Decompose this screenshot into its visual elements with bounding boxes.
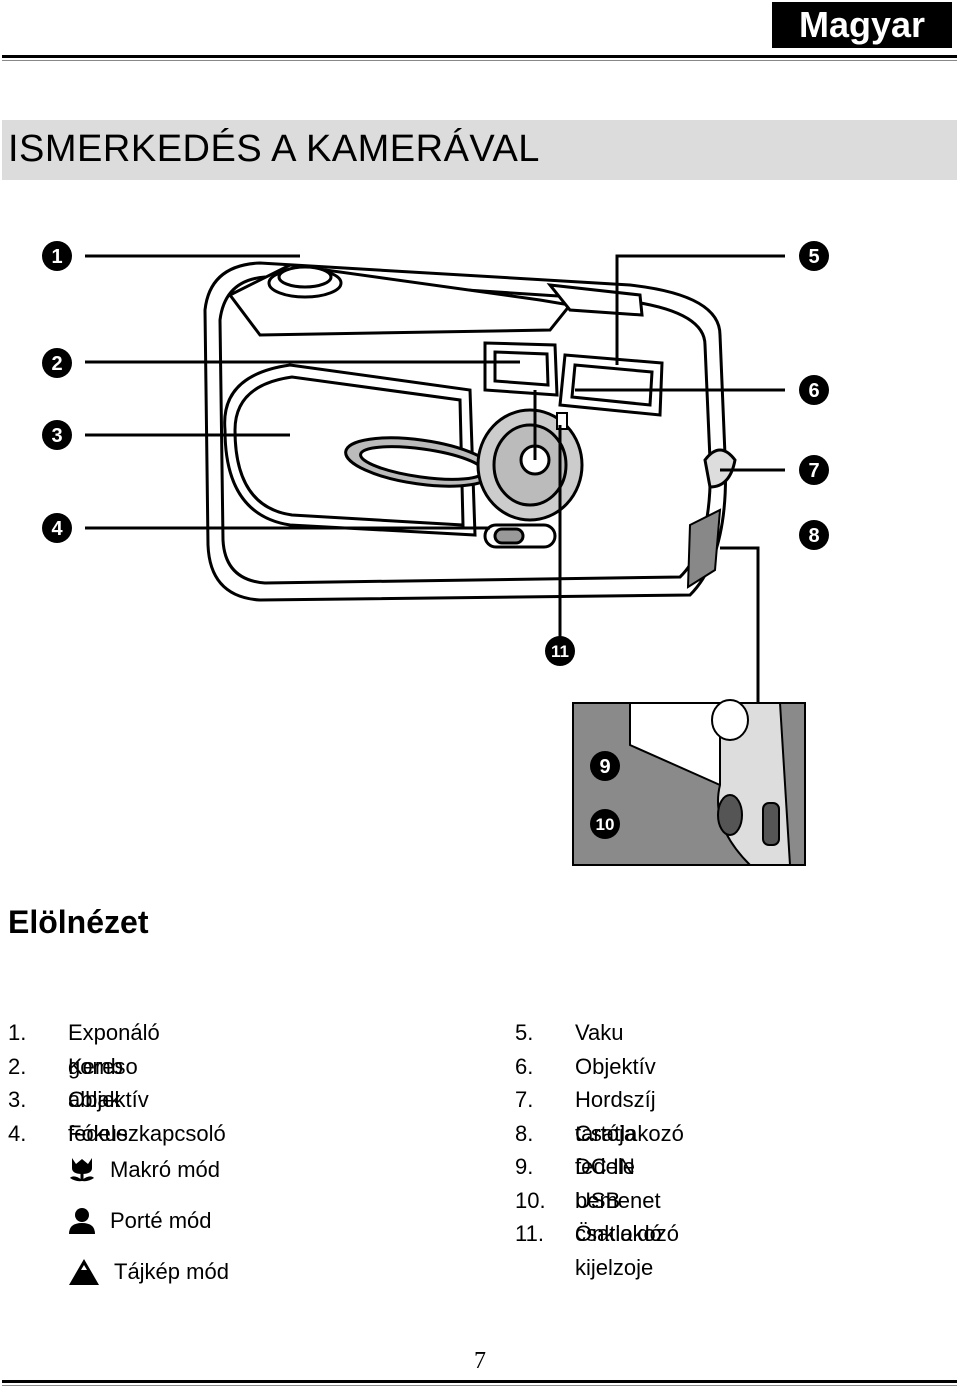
item-number: 4. (8, 1120, 27, 1146)
connector-cover (686, 508, 722, 589)
callout-1: 1 (42, 241, 72, 271)
callout-5: 5 (799, 241, 829, 271)
flash-window (558, 353, 664, 417)
svg-text:3: 3 (51, 425, 62, 447)
section-title: Elölnézet (8, 904, 149, 940)
mode-label: Porté mód (110, 1208, 212, 1233)
callout-7: 7 (799, 455, 829, 485)
item-number: 3. (8, 1087, 27, 1112)
svg-text:10: 10 (596, 815, 615, 834)
title-bar (2, 120, 957, 180)
svg-text:11: 11 (551, 642, 569, 661)
item-number: 10. (515, 1187, 546, 1213)
lens-cover (223, 363, 496, 537)
svg-text:4: 4 (51, 518, 63, 540)
self-timer-led (556, 412, 568, 430)
item-label: Objektív fedele (68, 1087, 149, 1146)
svg-text:9: 9 (599, 756, 610, 778)
svg-text:8: 8 (808, 525, 819, 547)
language-badge: Magyar (772, 2, 952, 48)
item-label: Fókuszkapcsoló (68, 1120, 226, 1146)
item-label: Csatlakozó fedele (575, 1120, 684, 1180)
item-label: Vaku (575, 1020, 624, 1045)
callout-3: 3 (42, 420, 72, 450)
callout-8: 8 (799, 520, 829, 550)
item-number: 8. (515, 1120, 534, 1146)
item-label: Objektív (575, 1053, 656, 1079)
landscape-mountain-icon (69, 1259, 99, 1285)
mode-label: Makró mód (110, 1157, 221, 1182)
item-number: 6. (515, 1053, 534, 1079)
item-number: 1. (8, 1020, 27, 1045)
page-title: ISMERKEDÉS A KAMERÁVAL (8, 128, 540, 170)
connector-inset (572, 699, 806, 866)
svg-text:5: 5 (808, 246, 819, 268)
lens (476, 408, 584, 522)
mode-label: Tájkép mód (114, 1259, 229, 1284)
callout-4: 4 (42, 513, 72, 543)
mode-landscape: Tájkép mód (68, 1258, 229, 1286)
callout-11: 11 (545, 636, 575, 666)
item-label: Hordszíj tartója (575, 1087, 656, 1146)
svg-text:7: 7 (808, 460, 819, 482)
item-number: 7. (515, 1087, 534, 1112)
item-label: DC IN bemenet (575, 1154, 661, 1213)
macro-tulip-icon (70, 1158, 94, 1182)
callout-10: 10 (590, 809, 620, 839)
shutter-button (267, 265, 343, 299)
header-rule-thin (2, 60, 957, 61)
item-label: Exponáló gomb (68, 1020, 160, 1079)
item-number: 11. (515, 1221, 544, 1246)
mode-macro: Makró mód (68, 1156, 220, 1184)
viewfinder-window (483, 341, 559, 397)
item-number: 2. (8, 1053, 27, 1079)
callout-badges: 1 2 3 4 5 6 7 8 9 10 11 (42, 241, 829, 839)
page-number: 7 (474, 1348, 486, 1374)
svg-text:6: 6 (808, 380, 819, 402)
callout-9: 9 (590, 751, 620, 781)
camera-front-illustration: 1 2 3 4 5 6 7 8 9 10 11 (42, 241, 829, 866)
svg-text:2: 2 (51, 353, 62, 375)
header-rule (2, 55, 957, 58)
mode-portrait: Porté mód (68, 1207, 212, 1235)
item-label: USB csatlakozó (575, 1187, 679, 1247)
svg-text:1: 1 (51, 246, 62, 268)
footer-rule (2, 1380, 957, 1383)
callout-2: 2 (42, 348, 72, 378)
portrait-icon (69, 1208, 95, 1234)
focus-switch (483, 523, 557, 549)
item-number: 5. (515, 1020, 534, 1045)
footer-rule-thin (2, 1385, 957, 1386)
callout-6: 6 (799, 375, 829, 405)
item-label: Önkioldó kijelzoje (575, 1221, 662, 1280)
item-number: 9. (515, 1154, 534, 1179)
item-label: Kereso ablak (68, 1053, 138, 1113)
